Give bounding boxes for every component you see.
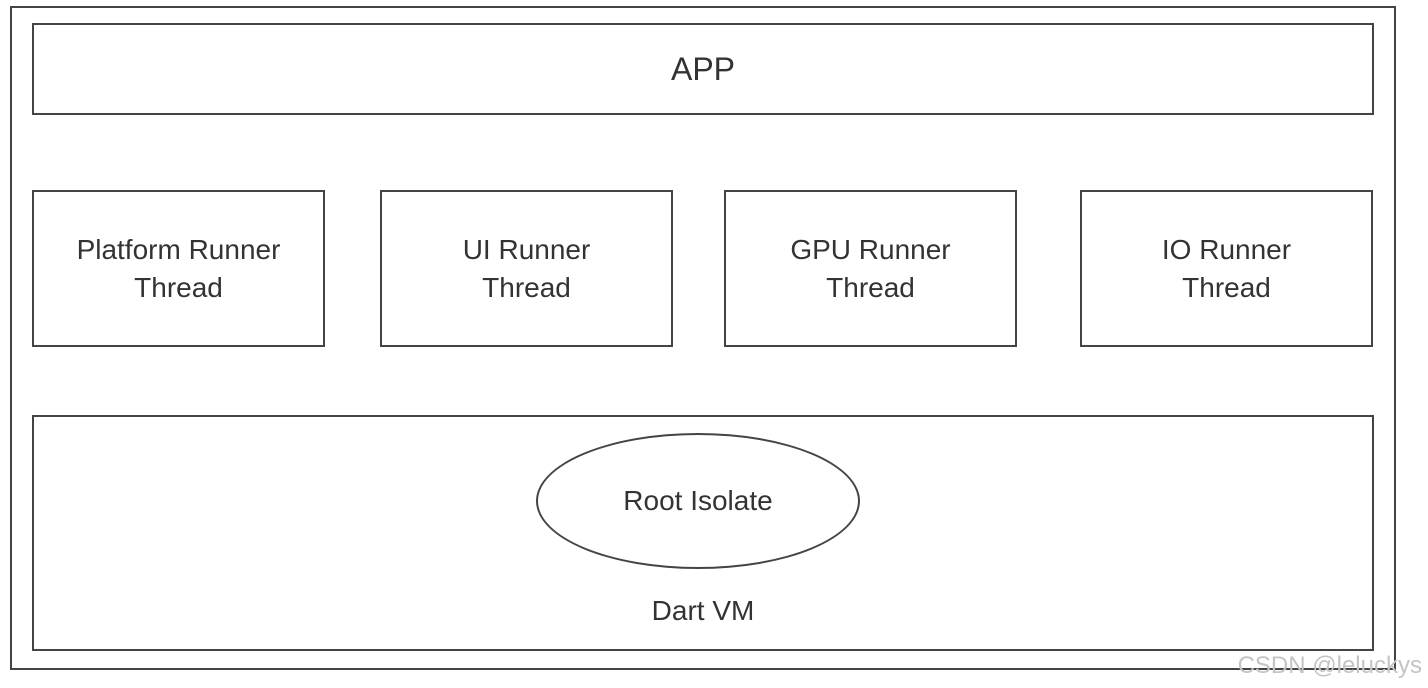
dart-vm-label: Dart VM <box>651 595 755 626</box>
thread-label-line1: Platform Runner <box>76 233 281 265</box>
thread-label-line2: Thread <box>134 271 223 303</box>
thread-label-line1: GPU Runner <box>790 233 951 265</box>
thread-label-line1: UI Runner <box>462 233 591 265</box>
thread-label: IO Runner Thread <box>1097 231 1357 307</box>
thread-label-line1: IO Runner <box>1161 233 1292 265</box>
ui-runner-thread-box: UI Runner Thread <box>380 190 673 347</box>
thread-label: Platform Runner Thread <box>49 231 309 307</box>
platform-runner-thread-box: Platform Runner Thread <box>32 190 325 347</box>
app-layer-box: APP <box>32 23 1374 115</box>
dart-vm-box: Root Isolate Dart VM <box>32 415 1374 651</box>
gpu-runner-thread-box: GPU Runner Thread <box>724 190 1017 347</box>
thread-label: GPU Runner Thread <box>741 231 1001 307</box>
root-isolate-label: Root Isolate <box>623 485 773 516</box>
thread-label-line2: Thread <box>1182 271 1271 303</box>
thread-label-line2: Thread <box>826 271 915 303</box>
watermark: CSDN @leluckys <box>1237 652 1422 679</box>
app-label: APP <box>670 50 736 87</box>
thread-label: UI Runner Thread <box>397 231 657 307</box>
root-isolate-ellipse: Root Isolate <box>536 433 860 569</box>
thread-label-line2: Thread <box>482 271 571 303</box>
io-runner-thread-box: IO Runner Thread <box>1080 190 1373 347</box>
